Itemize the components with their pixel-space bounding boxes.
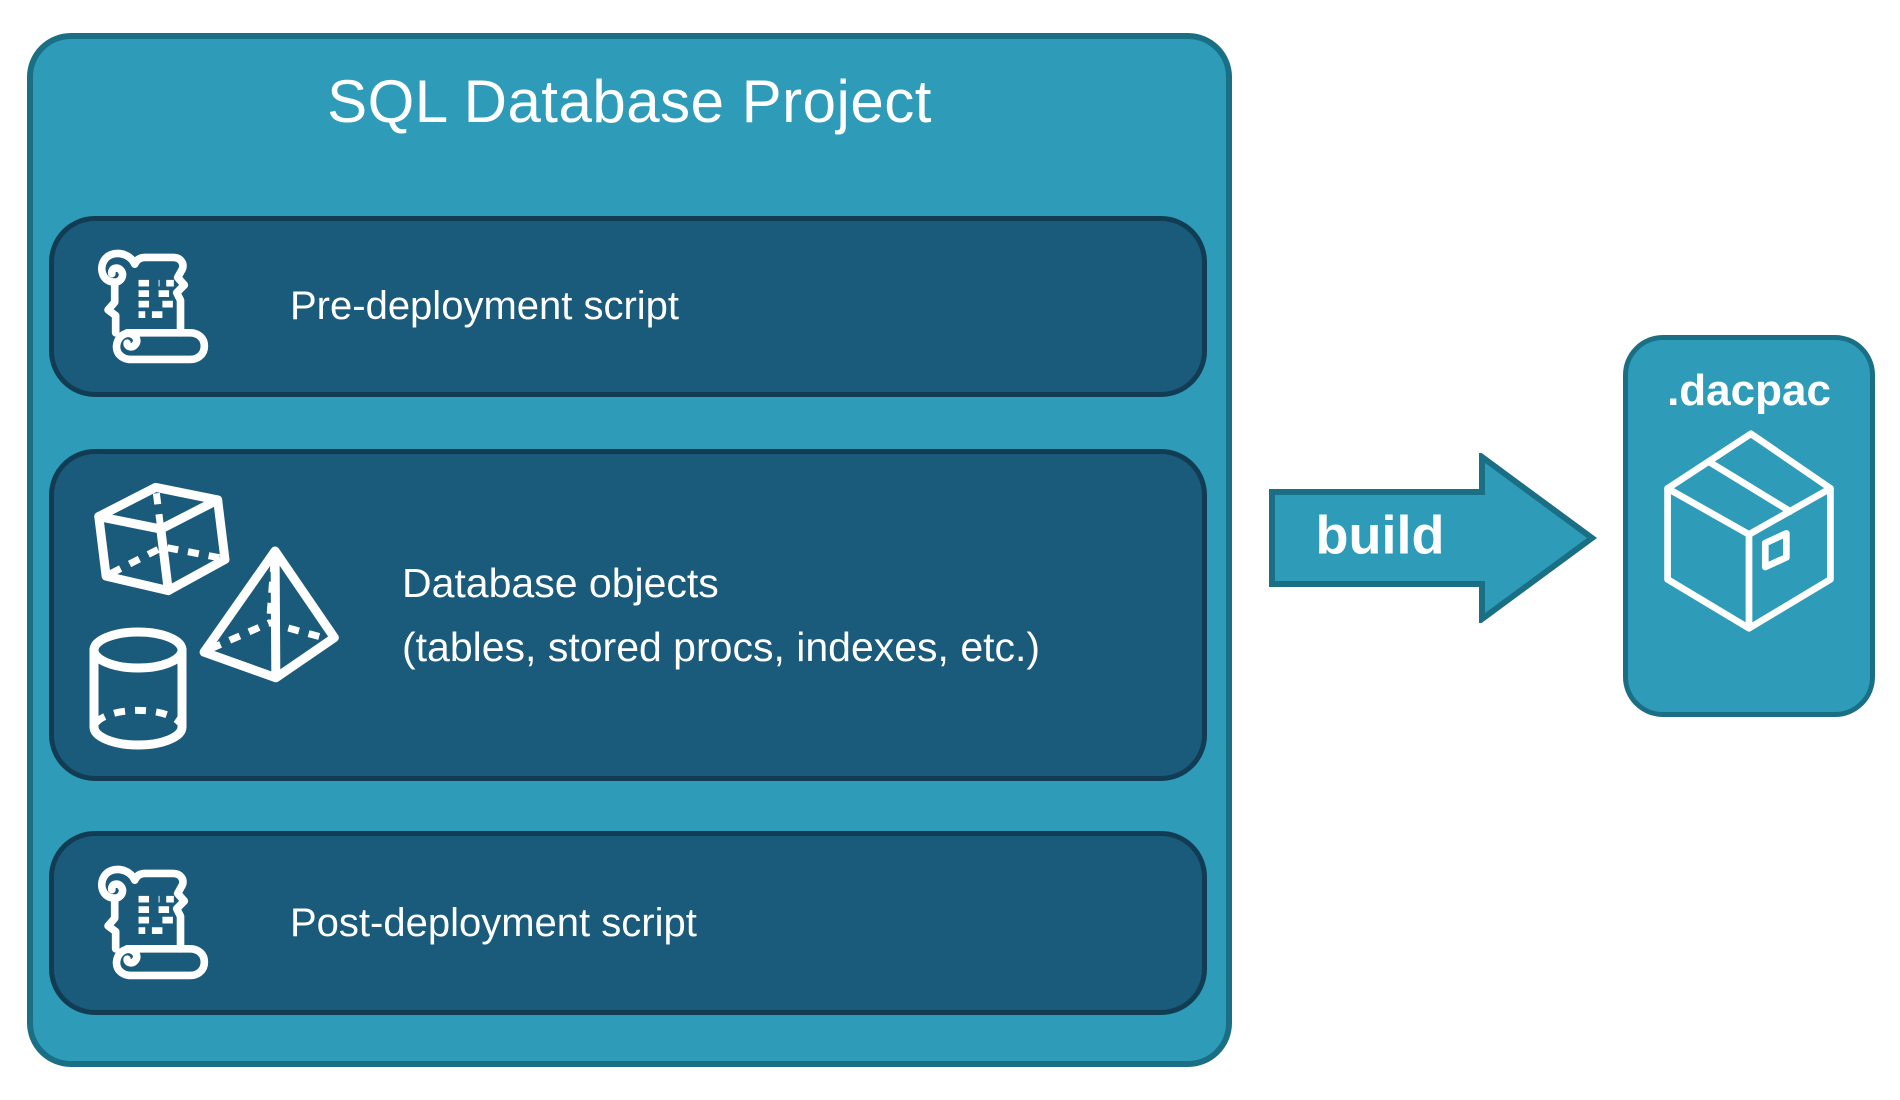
scroll-icon <box>98 249 209 363</box>
project-title: SQL Database Project <box>327 68 932 135</box>
database-objects-label-line1: Database objects <box>402 560 719 606</box>
cylinder-icon <box>89 627 187 750</box>
dacpac-box: .dacpac <box>1623 335 1875 717</box>
package-icon <box>1664 430 1834 632</box>
database-shapes-icon <box>89 482 339 750</box>
cube-icon <box>94 482 230 596</box>
right-arrow-icon <box>1269 453 1598 623</box>
pre-deployment-script-box: Pre-deployment script <box>49 216 1207 397</box>
scroll-icon <box>98 865 209 980</box>
post-deployment-label: Post-deployment script <box>290 900 697 945</box>
build-arrow-label: build <box>1315 505 1445 566</box>
pyramid-icon <box>199 546 339 683</box>
pre-deployment-label: Pre-deployment script <box>290 284 680 328</box>
build-arrow: build <box>1268 453 1598 623</box>
post-deployment-script-box: Post-deployment script <box>49 831 1207 1015</box>
database-objects-label-line2: (tables, stored procs, indexes, etc.) <box>402 624 1041 670</box>
database-objects-label: Database objects (tables, stored procs, … <box>402 551 1040 679</box>
dacpac-label: .dacpac <box>1667 366 1831 415</box>
sql-database-project-container: SQL Database Project Pre-d <box>27 33 1232 1067</box>
database-objects-box: Database objects (tables, stored procs, … <box>49 449 1207 781</box>
